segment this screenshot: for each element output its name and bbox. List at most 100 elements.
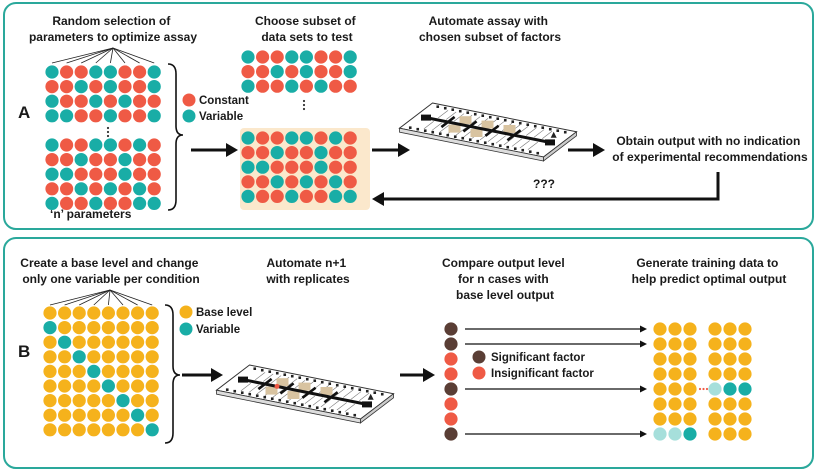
training-dot [738,427,752,441]
grid-dot [43,394,57,408]
training-dot [683,382,697,396]
grid-dot [133,138,147,152]
legend-insignificant-label: Insignificant factor [491,368,594,380]
chip-port [438,132,442,135]
grid-dot [101,335,115,349]
panel-a-label: A [18,103,30,122]
grid-dot [45,182,59,196]
grid-dot [241,146,255,160]
grid-dot [118,65,132,79]
grid-dot [147,196,161,210]
grid-dot [87,321,101,335]
grid-dot [131,379,145,393]
brace-b-path [164,304,181,444]
grid-dot [103,80,117,94]
arrows [182,143,720,382]
training-dot [708,412,722,426]
grid-dot [118,109,132,123]
training-dot [653,412,667,426]
chip-port [350,386,354,390]
chip-port [233,389,237,393]
chip-channel [438,110,449,119]
grid-dot [60,80,74,94]
grid-dot [314,160,328,174]
chip-channel [263,373,274,382]
chip-channel [359,392,370,401]
grid-dot [116,379,130,393]
grid-dot [60,109,74,123]
grid-dot [45,153,59,167]
grid-dot [241,189,255,203]
chip-port [278,398,282,402]
grid-dot [43,364,57,378]
grid-dot [256,146,270,160]
grid-dot [58,350,72,364]
training-dot [668,382,682,396]
chip-branch [301,386,317,399]
grid-dot [74,138,88,152]
grid-dot [299,175,313,189]
ellipsis-dot [106,134,110,138]
grid-dot [60,65,74,79]
chip-port [541,126,545,129]
microfluidic-chip-a [398,102,578,162]
chip-pad [448,124,461,133]
chip-port [461,136,465,140]
grid-dot [45,167,59,181]
training-dot [723,322,737,336]
fan-line [66,47,114,64]
grid-dot [241,79,255,93]
legend-variable-b-label: Variable [196,324,240,336]
grid-dot [270,131,284,145]
grid-dot [43,321,57,335]
training-dot [708,322,722,336]
grid-dot [241,50,255,64]
chip-port [468,138,472,141]
grid-dot [116,306,130,320]
training-dot [683,337,697,351]
grid-dot [45,109,59,123]
training-dot [738,412,752,426]
fan-line [109,289,153,306]
factor-arrow-head [640,340,647,348]
arrow-a-feedback-head [372,192,384,206]
grid-dot [60,196,74,210]
grid-dot [43,335,57,349]
grid-dot [256,175,270,189]
grid-dot [329,146,343,160]
chip-port [283,373,287,376]
grid-dot [131,408,145,422]
panel-b-label: B [18,342,30,361]
chip-terminal [421,114,431,121]
grid-dot [74,167,88,181]
grid-dot [118,94,132,108]
grid-dot [72,335,86,349]
chip-channel [431,122,442,131]
grid-dot [256,79,270,93]
grid-dot [116,350,130,364]
chip-channel [470,116,481,125]
factor-dot [444,382,458,396]
chip-pad [276,378,289,387]
chip-channel [312,397,323,406]
grid-dot [145,350,159,364]
grid-dot [116,408,130,422]
chip-port [466,111,470,114]
chip-channel [423,121,434,130]
chip-port [511,120,515,123]
chip-branch [323,391,339,404]
training-dot [683,427,697,441]
grid-dot [270,189,284,203]
chip-port [503,118,507,122]
chip-port [240,391,244,394]
factor-dot [444,352,458,366]
grid-dot [285,50,299,64]
training-dot [668,352,682,366]
chip-branch [279,382,295,395]
grid-dot [314,189,328,203]
chip-channel [256,386,267,395]
grid-dot [60,138,74,152]
ellipsis-dot [698,387,702,391]
chip-port [528,150,532,153]
chip-pad [481,120,494,129]
